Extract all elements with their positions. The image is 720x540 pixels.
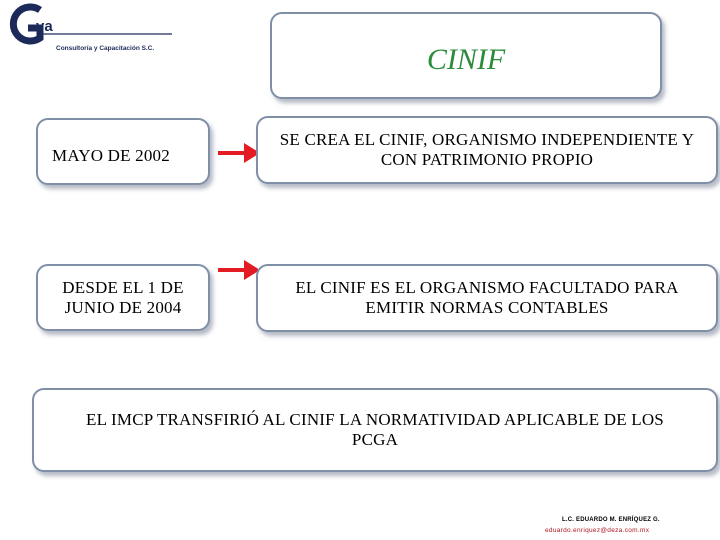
logo-letters: va [36,18,53,35]
event-box-2: EL CINIF ES EL ORGANISMO FACULTADO PARA … [256,264,718,332]
date-label-1: MAYO DE 2002 [52,145,170,165]
page-title: CINIF [426,43,506,76]
date-box-1: MAYO DE 2002 [36,118,210,185]
logo-company-name: Consultoría y Capacitación S.C. [56,45,154,52]
summary-box: EL IMCP TRANSFIRIÓ AL CINIF LA NORMATIVI… [32,388,718,472]
logo-mark: va Consultoría y Capacitación S.C. [9,3,172,52]
footer-author: L.C. EDUARDO M. ENRÍQUEZ G. [562,517,660,523]
event-text-2: EL CINIF ES EL ORGANISMO FACULTADO PARA … [295,278,679,317]
company-logo: va Consultoría y Capacitación S.C. [0,0,180,60]
date-label-2: DESDE EL 1 DE JUNIO DE 2004 [62,277,184,317]
event-text-1: SE CREA EL CINIF, ORGANISMO INDEPENDIENT… [279,130,695,169]
arrow-icon [218,260,260,280]
footer-email: eduardo.enriquez@deza.com.mx [545,527,650,534]
date-box-2: DESDE EL 1 DE JUNIO DE 2004 [36,264,210,331]
arrow-icon [218,143,260,163]
event-box-1: SE CREA EL CINIF, ORGANISMO INDEPENDIENT… [256,116,718,184]
summary-text: EL IMCP TRANSFIRIÓ AL CINIF LA NORMATIVI… [86,410,664,449]
title-box: CINIF [270,12,662,99]
